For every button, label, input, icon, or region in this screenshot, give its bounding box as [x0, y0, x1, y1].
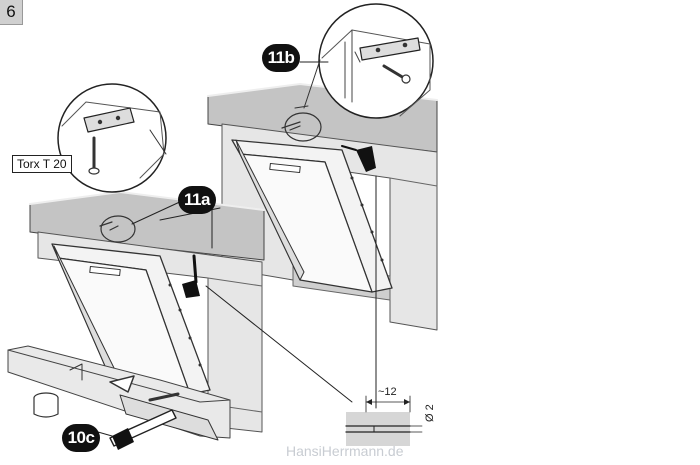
- detail-torx-zoom: [57, 83, 167, 193]
- detail-11b-zoom: [303, 3, 434, 119]
- dimension-detail: [345, 395, 423, 446]
- dimension-diameter-label: Ø 2: [424, 404, 436, 422]
- callout-badge-10c: 10c: [62, 424, 100, 452]
- callout-badge-11a: 11a: [178, 186, 216, 214]
- step-number: 6: [0, 0, 23, 25]
- torx-tool-label: Torx T 20: [12, 155, 72, 173]
- left-dishwasher-door: [51, 221, 211, 395]
- glue-pot: [33, 392, 59, 418]
- watermark: HansiHerrmann.de: [286, 443, 404, 459]
- callout-badge-11b: 11b: [262, 44, 300, 72]
- right-dishwasher-door: [231, 121, 393, 293]
- spreading-tool: [109, 409, 177, 450]
- detail-11b-ring: [284, 112, 322, 142]
- detail-11a-ring: [100, 215, 136, 243]
- leader-lines: [97, 61, 377, 437]
- dimension-width-label: ~12: [378, 386, 397, 398]
